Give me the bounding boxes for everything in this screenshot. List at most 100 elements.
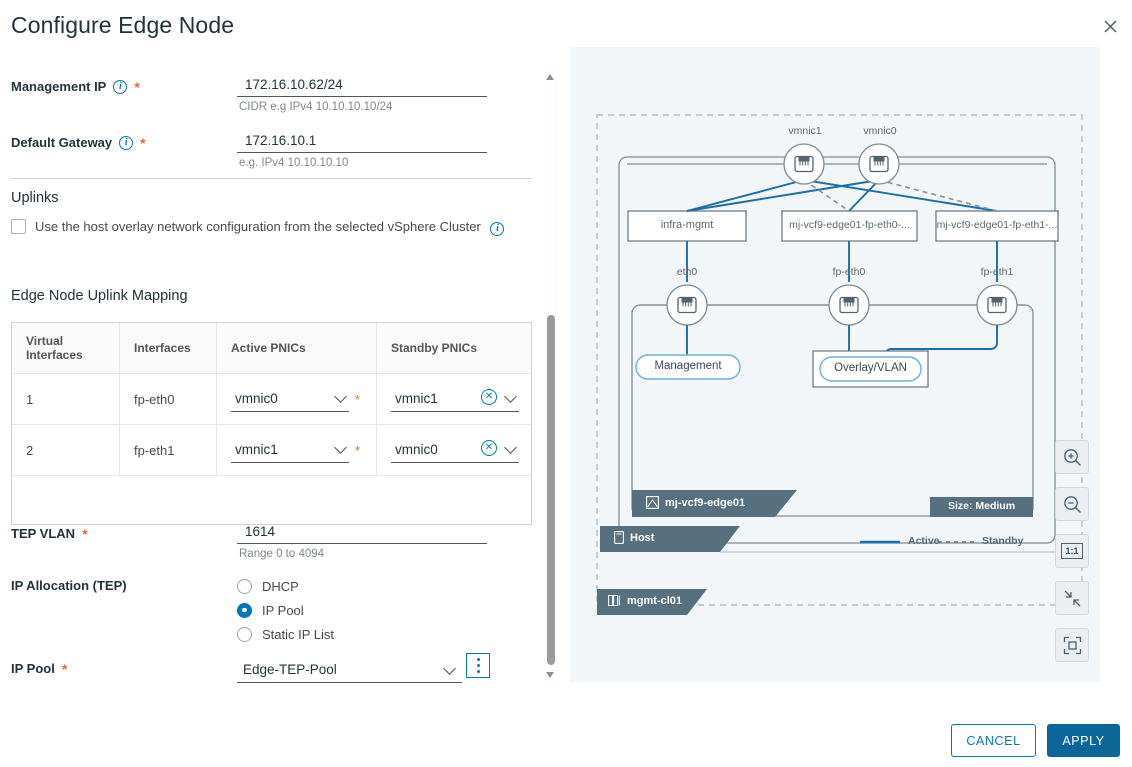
- ip-pool-label: IP Pool *: [11, 660, 68, 677]
- port-group-infra-mgmt: infra-mgmt: [660, 219, 714, 231]
- form-panel: Management IP i * CIDR e.g IPv4 10.10.10…: [0, 60, 545, 685]
- info-icon[interactable]: i: [119, 135, 134, 150]
- page-title: Configure Edge Node: [11, 12, 235, 38]
- nic-icon-vmnic1: [783, 143, 825, 185]
- cell-standby-pnic: vmnic1 ✕: [377, 374, 531, 424]
- cell-virtual-interface: 1: [12, 374, 120, 424]
- zoom-out-glyph: [1063, 495, 1081, 513]
- uplinks-section: Uplinks Use the host overlay network con…: [11, 190, 531, 239]
- table-header-row: Virtual Interfaces Interfaces Active PNI…: [12, 323, 531, 374]
- standby-pnic-select[interactable]: vmnic0 ✕: [391, 437, 519, 463]
- info-icon[interactable]: i: [490, 222, 505, 236]
- active-pnic-select[interactable]: vmnic0: [231, 386, 349, 412]
- legend-label-active: Active: [908, 535, 940, 547]
- chevron-down-icon: [504, 390, 517, 403]
- cell-standby-pnic: vmnic0 ✕: [377, 425, 531, 475]
- table-row: 1 fp-eth0 vmnic0 * vmnic1 ✕: [12, 374, 531, 425]
- zoom-in-icon[interactable]: [1055, 440, 1089, 474]
- tep-vlan-label: TEP VLAN *: [11, 525, 88, 542]
- cell-virtual-interface: 2: [12, 425, 120, 475]
- pill-management: Management: [654, 360, 722, 372]
- zoom-out-icon[interactable]: [1055, 487, 1089, 521]
- actual-size-icon[interactable]: 1:1: [1055, 534, 1089, 568]
- edge-interface-label-fp-eth1: fp-eth1: [980, 266, 1014, 278]
- apply-button[interactable]: APPLY: [1047, 724, 1120, 757]
- column-header-standby-pnics: Standby PNICs: [377, 323, 531, 373]
- clear-icon[interactable]: ✕: [481, 389, 497, 405]
- actual-size-label: 1:1: [1061, 543, 1083, 559]
- management-ip-input[interactable]: [237, 75, 487, 97]
- nic-icon-vmnic0: [858, 143, 900, 185]
- host-overlay-checkbox[interactable]: [11, 219, 26, 234]
- host-tab: Host: [614, 531, 654, 544]
- management-ip-hint: CIDR e.g IPv4 10.10.10.10/24: [239, 101, 393, 113]
- standby-pnic-select[interactable]: vmnic1 ✕: [391, 386, 519, 412]
- column-header-virtual-interfaces: Virtual Interfaces: [12, 323, 120, 373]
- fit-to-screen-icon[interactable]: [1055, 628, 1089, 662]
- radio-dhcp[interactable]: DHCP: [237, 574, 334, 598]
- ip-pool-select[interactable]: Edge-TEP-Pool: [237, 657, 462, 683]
- info-icon[interactable]: i: [113, 79, 128, 94]
- section-divider: [11, 178, 532, 179]
- default-gateway-hint: e.g. IPv4 10.10.10.10: [239, 157, 349, 169]
- scroll-up-arrow-icon[interactable]: [546, 74, 554, 80]
- radio-static-ip-list-control[interactable]: [237, 626, 252, 642]
- tep-vlan-hint: Range 0 to 4094: [239, 548, 325, 560]
- dialog-footer: [0, 692, 1132, 767]
- nic-icon-fp-eth0: [828, 284, 870, 326]
- radio-ip-pool-control[interactable]: [237, 602, 252, 618]
- radio-static-ip-list[interactable]: Static IP List: [237, 622, 334, 646]
- tep-vlan-input[interactable]: [237, 522, 487, 544]
- default-gateway-field: e.g. IPv4 10.10.10.10: [237, 131, 487, 169]
- collapse-icon[interactable]: [1055, 581, 1089, 615]
- nic-icon-eth0: [666, 284, 708, 326]
- ip-allocation-label: IP Allocation (TEP): [11, 578, 127, 593]
- ip-allocation-options: DHCP IP Pool Static IP List: [237, 574, 334, 646]
- radio-dhcp-control[interactable]: [237, 578, 252, 594]
- pnic-label-vmnic1: vmnic1: [788, 125, 822, 137]
- zoom-in-glyph: [1063, 448, 1081, 466]
- management-ip-field: CIDR e.g IPv4 10.10.10.10/24: [237, 75, 487, 113]
- size-badge: Size: Medium: [947, 500, 1016, 512]
- nic-icon-fp-eth1: [976, 284, 1018, 326]
- radio-ip-pool[interactable]: IP Pool: [237, 598, 334, 622]
- cancel-button[interactable]: CANCEL: [951, 724, 1036, 757]
- uplink-mapping-heading: Edge Node Uplink Mapping: [11, 288, 188, 304]
- port-group-fp-eth0: mj-vcf9-edge01-fp-eth0-...: [789, 219, 910, 231]
- table-row: 2 fp-eth1 vmnic1 * vmnic0 ✕: [12, 425, 531, 476]
- cell-active-pnic: vmnic0 *: [217, 374, 377, 424]
- chevron-down-icon: [443, 662, 456, 675]
- close-icon[interactable]: [1098, 14, 1122, 38]
- kebab-dot: [476, 664, 480, 667]
- active-pnic-select[interactable]: vmnic1: [231, 437, 349, 463]
- host-icon: [614, 531, 624, 544]
- tep-vlan-field: Range 0 to 4094: [237, 522, 487, 560]
- close-glyph: [1104, 20, 1116, 32]
- form-scrollbar[interactable]: [544, 70, 557, 682]
- clear-icon[interactable]: ✕: [481, 440, 497, 456]
- column-header-interfaces: Interfaces: [120, 323, 217, 373]
- uplinks-heading: Uplinks: [11, 190, 59, 206]
- uplink-mapping-table: Virtual Interfaces Interfaces Active PNI…: [11, 322, 532, 525]
- table-empty-row: [12, 476, 531, 524]
- port-group-fp-eth1: mj-vcf9-edge01-fp-eth1-...: [936, 219, 1058, 231]
- topology-diagram: vmnic1 vmnic0 infra-mgmt mj-vcf9-edge01-…: [570, 47, 1100, 682]
- pnic-label-vmnic0: vmnic0: [863, 125, 897, 137]
- cell-interface: fp-eth0: [120, 374, 217, 424]
- host-overlay-checkbox-label: Use the host overlay network configurati…: [35, 214, 505, 239]
- cell-interface: fp-eth1: [120, 425, 217, 475]
- pill-overlay-vlan: Overlay/VLAN: [834, 362, 907, 374]
- host-overlay-checkbox-row[interactable]: Use the host overlay network configurati…: [11, 214, 531, 239]
- legend-label-standby: Standby: [982, 535, 1024, 547]
- collapse-glyph: [1064, 590, 1080, 606]
- default-gateway-input[interactable]: [237, 131, 487, 153]
- chevron-down-icon: [334, 441, 347, 454]
- edge-node-tab: mj-vcf9-edge01: [646, 496, 745, 509]
- scroll-down-arrow-icon[interactable]: [546, 672, 554, 678]
- kebab-dot: [476, 658, 480, 661]
- topology-svg: [596, 114, 1083, 615]
- scrollbar-thumb[interactable]: [546, 315, 555, 665]
- ip-pool-kebab-menu-icon[interactable]: [466, 653, 490, 678]
- chevron-down-icon: [334, 390, 347, 403]
